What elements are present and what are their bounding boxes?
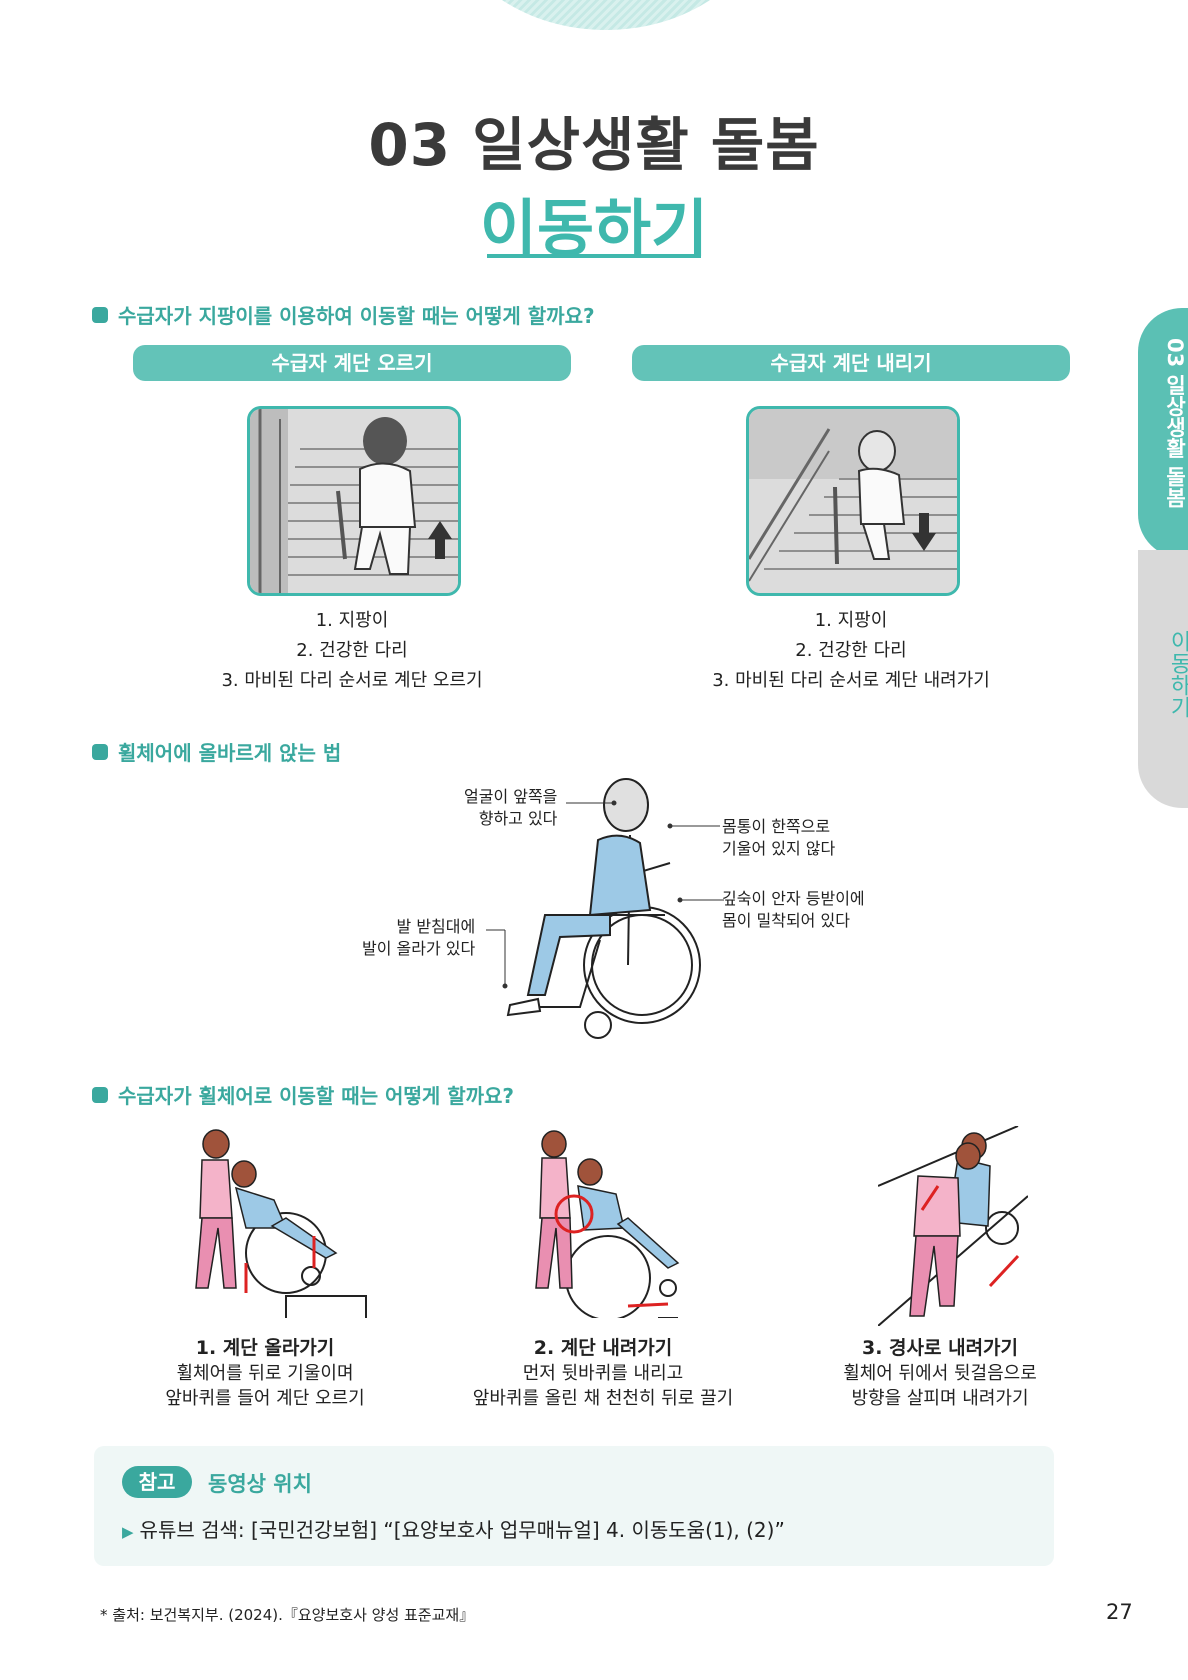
source-footnote: * 출처: 보건복지부. (2024).『요양보호사 양성 표준교재』 [100,1606,475,1624]
reference-line-text: 유튜브 검색: [국민건강보험] “[요양보호사 업무매뉴얼] 4. 이동도움(… [139,1518,785,1542]
stairs-up-step: 3. 마비된 다리 순서로 계단 오르기 [221,670,483,691]
chapter-title: 03 일상생활 돌봄 [368,111,820,179]
side-tab-topic[interactable]: 이동하기 [1138,550,1188,808]
section-heading-wheelchair: 수급자가 휠체어로 이동할 때는 어떻게 할까요? [92,1080,514,1109]
play-triangle-icon: ▶ [122,1523,134,1541]
callout-body-line: 몸통이 한쪽으로 [722,817,831,836]
reference-badge: 참고 [122,1466,192,1498]
section-heading-sitting-text: 휠체어에 올바르게 앉는 법 [118,741,342,765]
stairs-down-step: 2. 건강한 다리 [795,640,907,661]
callout-face: 얼굴이 앞쪽을 향하고 있다 [464,786,557,830]
reference-line: ▶ 유튜브 검색: [국민건강보험] “[요양보호사 업무매뉴얼] 4. 이동도움… [122,1514,785,1543]
reference-box: 참고 동영상 위치 ▶ 유튜브 검색: [국민건강보험] “[요양보호사 업무매뉴… [94,1446,1054,1566]
callout-leader-lines [360,790,760,990]
caption-stairs-up-line: 휠체어를 뒤로 기울이며 [176,1363,354,1384]
caption-stairs-down: 2. 계단 내려가기 먼저 뒷바퀴를 내리고 앞바퀴를 올린 채 천천히 뒤로 … [448,1336,758,1411]
caption-stairs-down-line: 앞바퀴를 올린 채 천천히 뒤로 끌기 [472,1388,734,1409]
callout-body: 몸통이 한쪽으로 기울어 있지 않다 [722,816,835,860]
callout-back-line: 깊숙이 안자 등받이에 [722,889,865,908]
caption-stairs-down-line: 먼저 뒷바퀴를 내리고 [522,1363,684,1384]
stairs-up-label: 수급자 계단 오르기 [133,345,571,381]
caption-slope-down-title: 3. 경사로 내려가기 [861,1337,1019,1359]
stairs-down-steps: 1. 지팡이 2. 건강한 다리 3. 마비된 다리 순서로 계단 내려가기 [632,606,1070,696]
callout-body-line: 기울어 있지 않다 [722,839,836,858]
side-tab-topic-label: 이동하기 [1166,630,1188,718]
side-tab-chapter-label: 03 일상생활 돌봄 [1163,338,1187,508]
callout-back-line: 몸이 밀착되어 있다 [722,911,850,930]
section-heading-sitting: 휠체어에 올바르게 앉는 법 [92,737,341,766]
callout-feet-line: 발이 올라가 있다 [362,939,476,958]
wheelchair-sitting-illustration [490,775,720,1045]
stairs-down-label: 수급자 계단 내리기 [632,345,1070,381]
wheelchair-slope-down-illustration [877,1125,1029,1327]
stairs-up-step: 2. 건강한 다리 [296,640,408,661]
stairs-up-step: 1. 지팡이 [315,610,389,631]
stairs-up-steps: 1. 지팡이 2. 건강한 다리 3. 마비된 다리 순서로 계단 오르기 [133,606,571,696]
wheelchair-stairs-up-illustration [176,1128,376,1318]
caption-slope-down-line: 휠체어 뒤에서 뒷걸음으로 [843,1363,1037,1384]
caption-stairs-up: 1. 계단 올라가기 휠체어를 뒤로 기울이며 앞바퀴를 들어 계단 오르기 [130,1336,400,1411]
side-tab-chapter[interactable]: 03 일상생활 돌봄 [1138,308,1188,558]
title-underline [487,254,701,258]
page-number: 27 [1106,1600,1133,1624]
caption-slope-down-line: 방향을 살피며 내려가기 [851,1388,1029,1409]
stairs-down-step: 1. 지팡이 [814,610,888,631]
callout-feet-line: 발 받침대에 [396,917,476,936]
caption-stairs-down-title: 2. 계단 내려가기 [533,1337,673,1359]
stairs-down-step: 3. 마비된 다리 순서로 계단 내려가기 [712,670,990,691]
callout-face-line: 향하고 있다 [478,809,558,828]
topic-title: 이동하기 [479,192,709,265]
stairs-down-illustration [746,406,960,596]
callout-feet: 발 받침대에 발이 올라가 있다 [362,916,475,960]
section-heading-wheelchair-text: 수급자가 휠체어로 이동할 때는 어떻게 할까요? [118,1084,515,1108]
bullet-square-icon [92,743,108,760]
caption-stairs-up-line: 앞바퀴를 들어 계단 오르기 [165,1388,365,1409]
wheelchair-stairs-down-illustration [528,1128,708,1321]
reference-title: 동영상 위치 [208,1472,312,1496]
caption-stairs-up-title: 1. 계단 올라가기 [195,1337,335,1359]
top-decoration [446,0,766,30]
stairs-up-illustration [247,406,461,596]
callout-face-line: 얼굴이 앞쪽을 [464,787,558,806]
section-heading-cane-text: 수급자가 지팡이를 이용하여 이동할 때는 어떻게 할까요? [118,304,595,328]
callout-back: 깊숙이 안자 등받이에 몸이 밀착되어 있다 [722,888,865,932]
section-heading-cane: 수급자가 지팡이를 이용하여 이동할 때는 어떻게 할까요? [92,300,595,329]
bullet-square-icon [92,306,108,323]
bullet-square-icon [92,1086,108,1103]
caption-slope-down: 3. 경사로 내려가기 휠체어 뒤에서 뒷걸음으로 방향을 살피며 내려가기 [810,1336,1070,1411]
